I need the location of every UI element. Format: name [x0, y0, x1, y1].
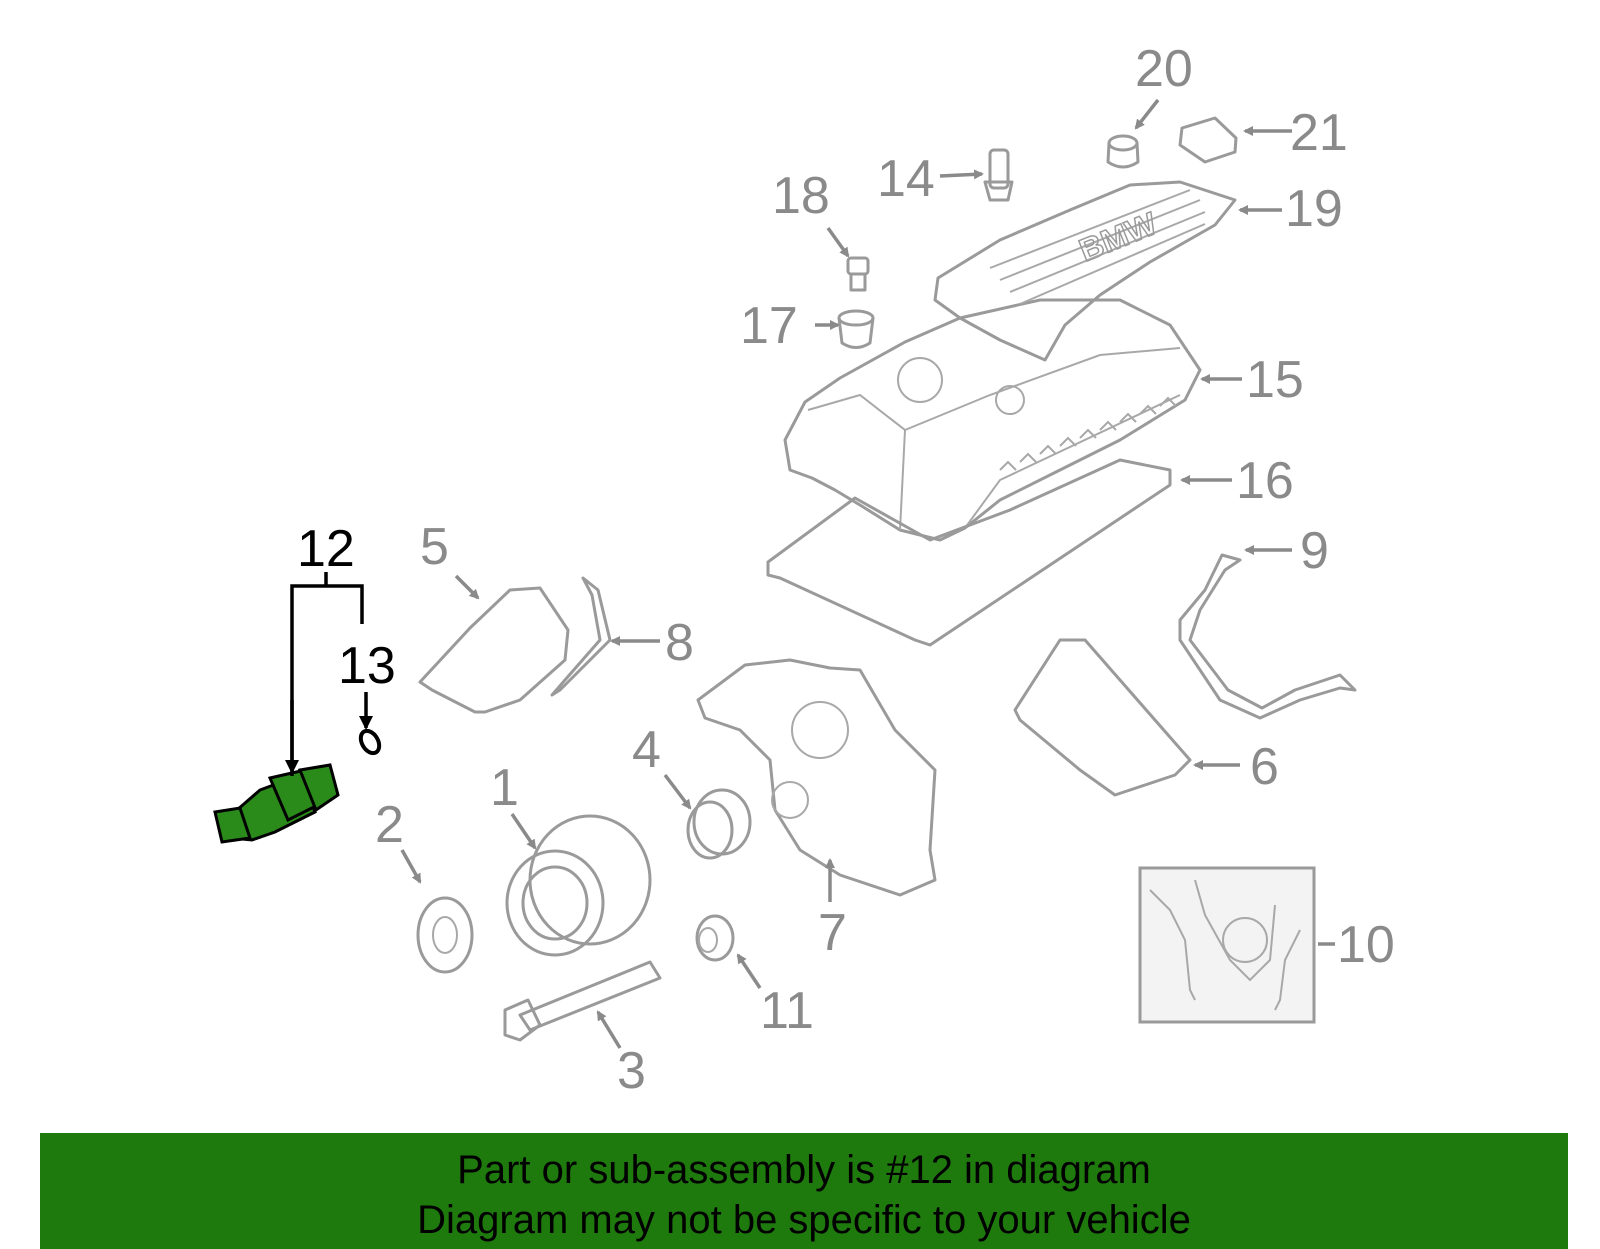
- washer-part: [416, 896, 474, 974]
- callout-14: 14: [877, 150, 935, 208]
- callout-10: 10: [1337, 916, 1395, 974]
- crank-pulley-part: [505, 814, 652, 957]
- valve-cover-gasket-part: [766, 458, 1172, 647]
- cover-logo-text: BMW: [1074, 205, 1162, 269]
- callout-11: 11: [760, 982, 814, 1040]
- cover-plate-part: [1013, 638, 1192, 797]
- cover-cap-part: [1178, 116, 1238, 164]
- callout-8: 8: [665, 614, 694, 672]
- callout-4: 4: [632, 721, 661, 779]
- banner-line-1: Part or sub-assembly is #12 in diagram: [457, 1148, 1151, 1192]
- callout-9: 9: [1300, 522, 1329, 580]
- solenoid-valve-part: [213, 763, 340, 844]
- callout-2: 2: [375, 796, 404, 854]
- callout-18: 18: [772, 167, 830, 225]
- valve-cover-part: [783, 298, 1202, 542]
- gasket-kit-part: [1138, 866, 1316, 1024]
- housing-part: [418, 586, 570, 714]
- callout-1: 1: [490, 759, 519, 817]
- callout-17: 17: [740, 297, 798, 355]
- sensor-part: [983, 148, 1014, 202]
- callout-16: 16: [1236, 452, 1294, 510]
- callout-20: 20: [1135, 40, 1193, 98]
- o-ring-part: [358, 728, 382, 756]
- callout-7: 7: [818, 904, 847, 962]
- cover-grommet-part: [837, 309, 875, 349]
- callout-5: 5: [420, 518, 449, 576]
- callout-13: 13: [338, 637, 396, 695]
- pulley-bolt-part: [503, 960, 662, 1042]
- callout-19: 19: [1285, 180, 1343, 238]
- callout-6: 6: [1250, 738, 1279, 796]
- engine-cover-part: BMW: [933, 180, 1237, 362]
- bushing-part: [695, 914, 735, 962]
- leader-lines: [285, 98, 1335, 1049]
- cover-bolt-part: [846, 256, 870, 292]
- timing-cover-part: [696, 658, 937, 897]
- callout-15: 15: [1246, 351, 1304, 409]
- callout-3: 3: [617, 1042, 646, 1100]
- callout-12: 12: [297, 520, 355, 578]
- banner-line-2: Diagram may not be specific to your vehi…: [417, 1198, 1191, 1242]
- housing-gasket-part: [550, 576, 612, 697]
- hub-part: [686, 788, 752, 860]
- cover-plate-gasket-part: [1178, 553, 1357, 720]
- callout-21: 21: [1290, 104, 1348, 162]
- info-banner: Part or sub-assembly is #12 in diagram D…: [40, 1133, 1568, 1249]
- grommet-part: [1106, 134, 1140, 169]
